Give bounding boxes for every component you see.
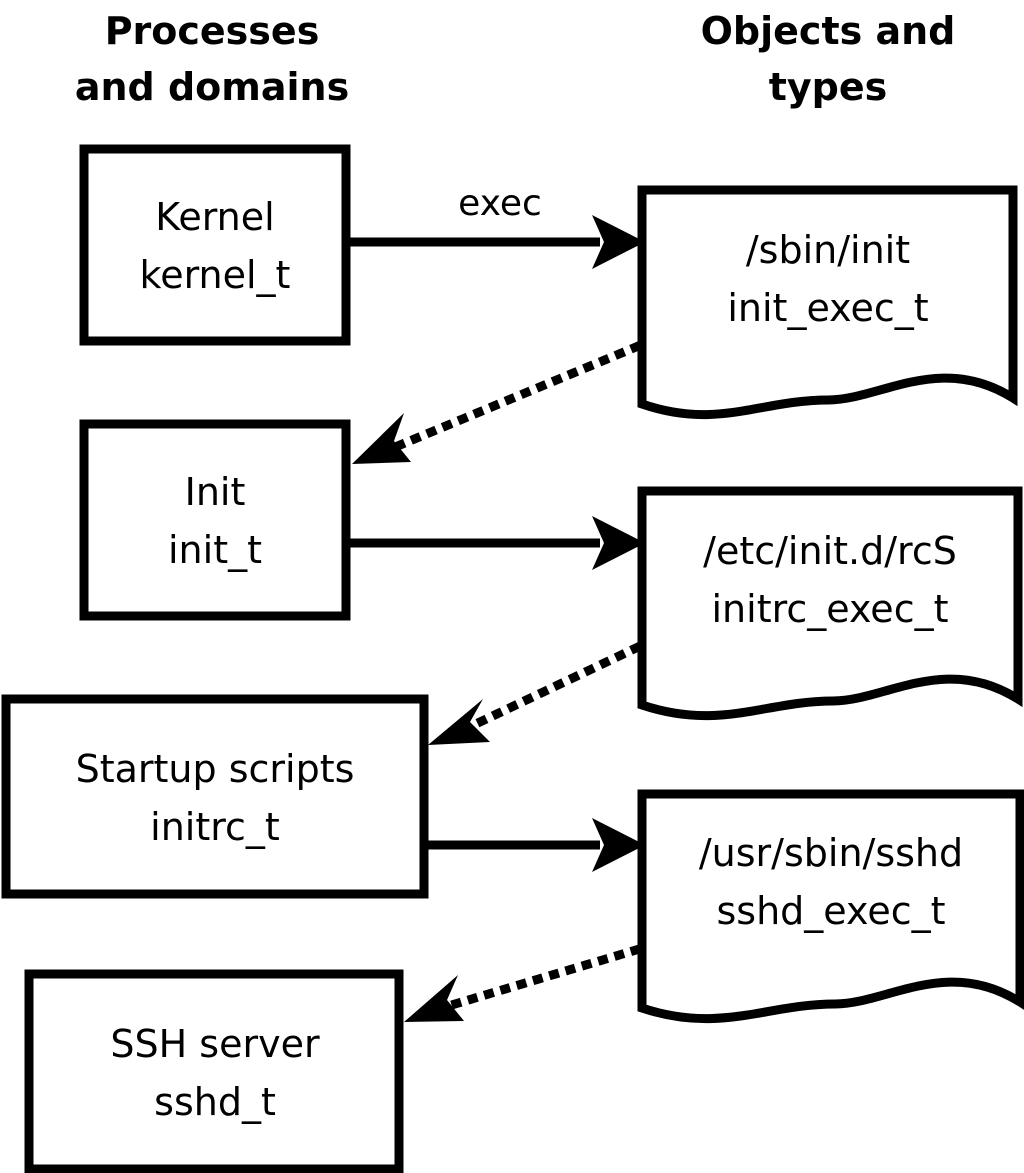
edge-init-transition <box>352 341 642 464</box>
edge-kernel-exec-init: exec <box>350 183 645 269</box>
header-objects-line1: Objects and <box>701 9 956 53</box>
node-ssh-server[interactable]: SSH server sshd_t <box>24 969 404 1173</box>
node-startup-scripts[interactable]: Startup scripts initrc_t <box>1 694 429 899</box>
header-objects-line2: types <box>769 65 888 109</box>
header-processes-line2: and domains <box>75 65 349 109</box>
arrowhead-kernel-exec <box>592 215 645 269</box>
node-ssh-server-box[interactable] <box>24 969 404 1173</box>
node-init-label-line1: Init <box>185 470 246 514</box>
arrowhead-init-transition <box>352 413 411 464</box>
node-usr-sbin-sshd[interactable]: /usr/sbin/sshd sshd_exec_t <box>637 789 1024 1024</box>
node-kernel-label-line1: Kernel <box>155 195 274 239</box>
edge-line-init-transition <box>394 341 642 451</box>
node-sbin-init[interactable]: /sbin/init init_exec_t <box>637 185 1018 420</box>
edge-line-sshd-transition <box>449 944 642 1010</box>
arrowhead-initrc-exec-sshd <box>592 818 645 872</box>
edge-label-exec: exec <box>458 183 542 224</box>
column-header-processes: Processes and domains <box>75 9 349 109</box>
node-usr-sbin-sshd-label-line2: sshd_exec_t <box>716 889 945 933</box>
header-processes-line1: Processes <box>105 9 320 53</box>
node-sbin-init-doc[interactable] <box>637 185 1018 420</box>
arrowhead-initrc-transition <box>428 699 490 745</box>
node-sbin-init-label-line1: /sbin/init <box>746 228 910 272</box>
edge-initrc-transition <box>428 642 642 745</box>
node-etc-initd-rcs-label-line2: initrc_exec_t <box>712 587 949 631</box>
node-kernel-label-line2: kernel_t <box>140 253 291 297</box>
node-init[interactable]: Init init_t <box>79 419 351 621</box>
edge-line-initrc-transition <box>474 642 642 728</box>
node-etc-initd-rcs[interactable]: /etc/init.d/rcS initrc_exec_t <box>637 486 1023 721</box>
column-header-objects: Objects and types <box>701 9 956 109</box>
edge-initrc-exec-sshd <box>428 818 645 872</box>
node-usr-sbin-sshd-doc[interactable] <box>637 789 1024 1024</box>
node-etc-initd-rcs-doc[interactable] <box>637 486 1023 721</box>
node-init-box[interactable] <box>79 419 351 621</box>
node-ssh-server-label-line1: SSH server <box>110 1022 320 1066</box>
node-etc-initd-rcs-label-line1: /etc/init.d/rcS <box>703 529 957 573</box>
node-kernel-box[interactable] <box>79 144 351 346</box>
edge-sshd-transition <box>404 944 642 1022</box>
node-ssh-server-label-line2: sshd_t <box>154 1080 276 1124</box>
node-startup-scripts-label-line2: initrc_t <box>150 805 280 849</box>
edge-init-exec-rcs <box>350 516 645 570</box>
node-kernel[interactable]: Kernel kernel_t <box>79 144 351 346</box>
arrowhead-sshd-transition <box>404 975 464 1022</box>
node-startup-scripts-label-line1: Startup scripts <box>76 747 355 791</box>
node-startup-scripts-box[interactable] <box>1 694 429 899</box>
node-usr-sbin-sshd-label-line1: /usr/sbin/sshd <box>699 831 963 875</box>
node-init-label-line2: init_t <box>168 528 262 572</box>
node-sbin-init-label-line2: init_exec_t <box>727 286 928 330</box>
arrowhead-init-exec-rcs <box>592 516 645 570</box>
